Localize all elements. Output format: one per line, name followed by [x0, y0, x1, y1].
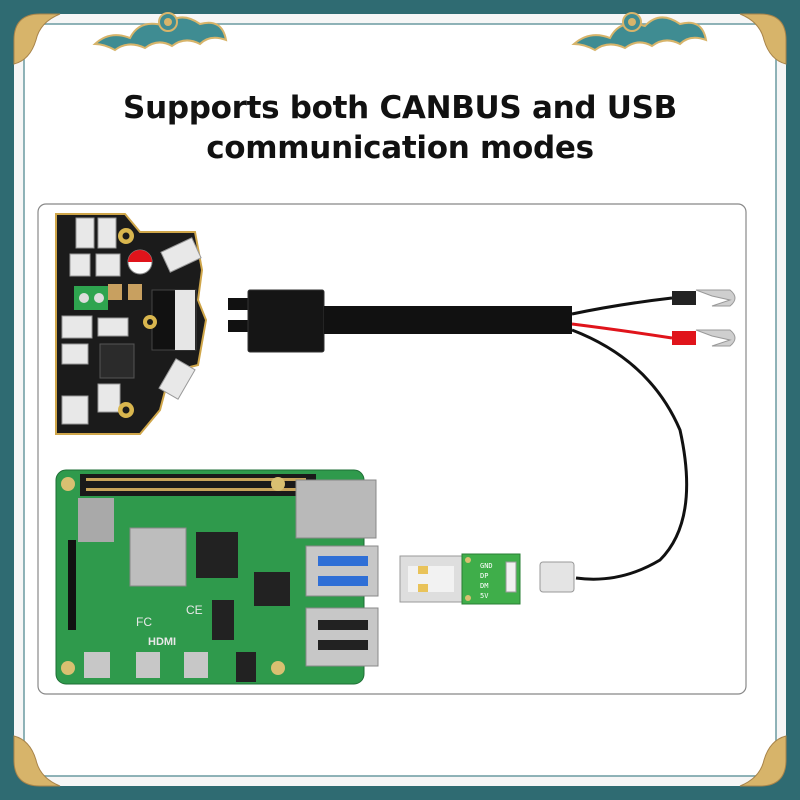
can-cable — [228, 289, 736, 581]
adapter-pin-dm: DM — [480, 582, 488, 590]
fc-marking: FC — [136, 615, 152, 629]
raspberry-pi-board: HDMI CE FC — [55, 469, 379, 685]
headline-line-2: communication modes — [206, 130, 594, 166]
adapter-pin-dp: DP — [480, 572, 488, 580]
cloud-ornament-icon — [92, 12, 708, 52]
headline-line-1: Supports both CANBUS and USB — [123, 90, 677, 126]
adapter-pin-gnd: GND — [480, 562, 493, 570]
adapter-pin-5v: 5V — [480, 592, 489, 600]
corner-ornament-icon — [13, 13, 787, 787]
hdmi-marking: HDMI — [148, 636, 176, 648]
usb-adapter: GND DP DM 5V — [399, 553, 575, 605]
ce-marking: CE — [186, 603, 203, 617]
headline: Supports both CANBUS and USB communicati… — [60, 88, 740, 168]
canbus-toolhead-board — [55, 213, 208, 435]
